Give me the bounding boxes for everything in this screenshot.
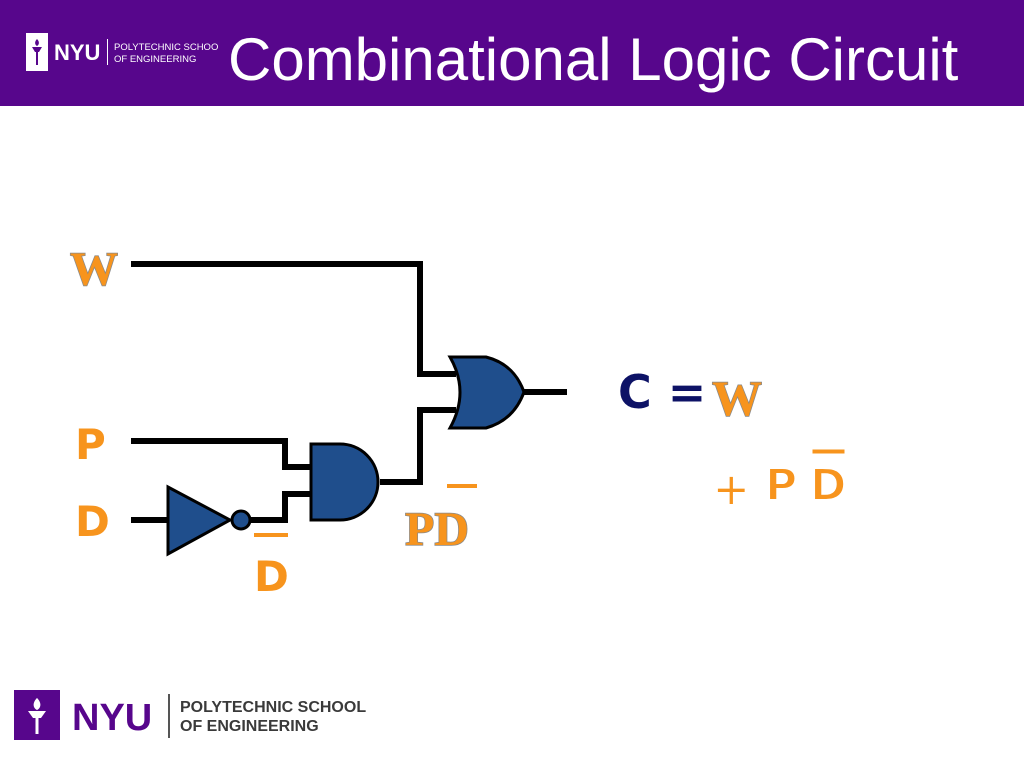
and-gate: [309, 442, 380, 522]
header-logo-line2: OF ENGINEERING: [114, 54, 196, 65]
equation-plus: +: [712, 462, 751, 516]
page-title: Combinational Logic Circuit: [228, 26, 959, 93]
not-gate: [166, 484, 252, 557]
header-logo: NYU POLYTECHNIC SCHOOL OF ENGINEERING: [26, 33, 218, 71]
wire-p: [131, 438, 311, 470]
pd-overbar: [447, 484, 477, 488]
pd-label: PD: [405, 503, 469, 556]
footer-logo: NYU POLYTECHNIC SCHOOL OF ENGINEERING: [14, 690, 366, 740]
header-logo-line1: POLYTECHNIC SCHOOL: [114, 42, 218, 53]
header-bar: NYU POLYTECHNIC SCHOOL OF ENGINEERING Co…: [0, 0, 1024, 106]
input-label-p: P: [75, 420, 106, 469]
header-logo-divider: [107, 39, 108, 65]
input-label-w: W: [70, 243, 118, 296]
wire-pd: [380, 407, 456, 485]
footer-divider: [168, 694, 170, 738]
wire-d-not: [250, 491, 311, 523]
footer-line1: POLYTECHNIC SCHOOL: [180, 699, 366, 716]
equation-term-w: W: [712, 370, 762, 426]
equation-term-d: D: [810, 460, 847, 511]
wire-w: [131, 261, 456, 377]
torch-icon: [32, 39, 42, 65]
input-label-d: D: [75, 497, 110, 546]
equation-lhs: C =: [618, 365, 706, 419]
torch-icon: [28, 698, 46, 734]
not-gate-bubble: [230, 509, 252, 531]
wires: [131, 261, 567, 523]
footer-line2: OF ENGINEERING: [180, 718, 319, 735]
header-logo-wordmark: NYU: [54, 40, 100, 65]
d-not-label: D: [254, 552, 289, 601]
equation-d-overbar: [811, 448, 846, 455]
footer-wordmark: NYU: [72, 697, 152, 739]
or-gate: [447, 355, 526, 430]
d-not-overbar: [254, 533, 288, 537]
equation-term-p: P: [765, 460, 797, 511]
